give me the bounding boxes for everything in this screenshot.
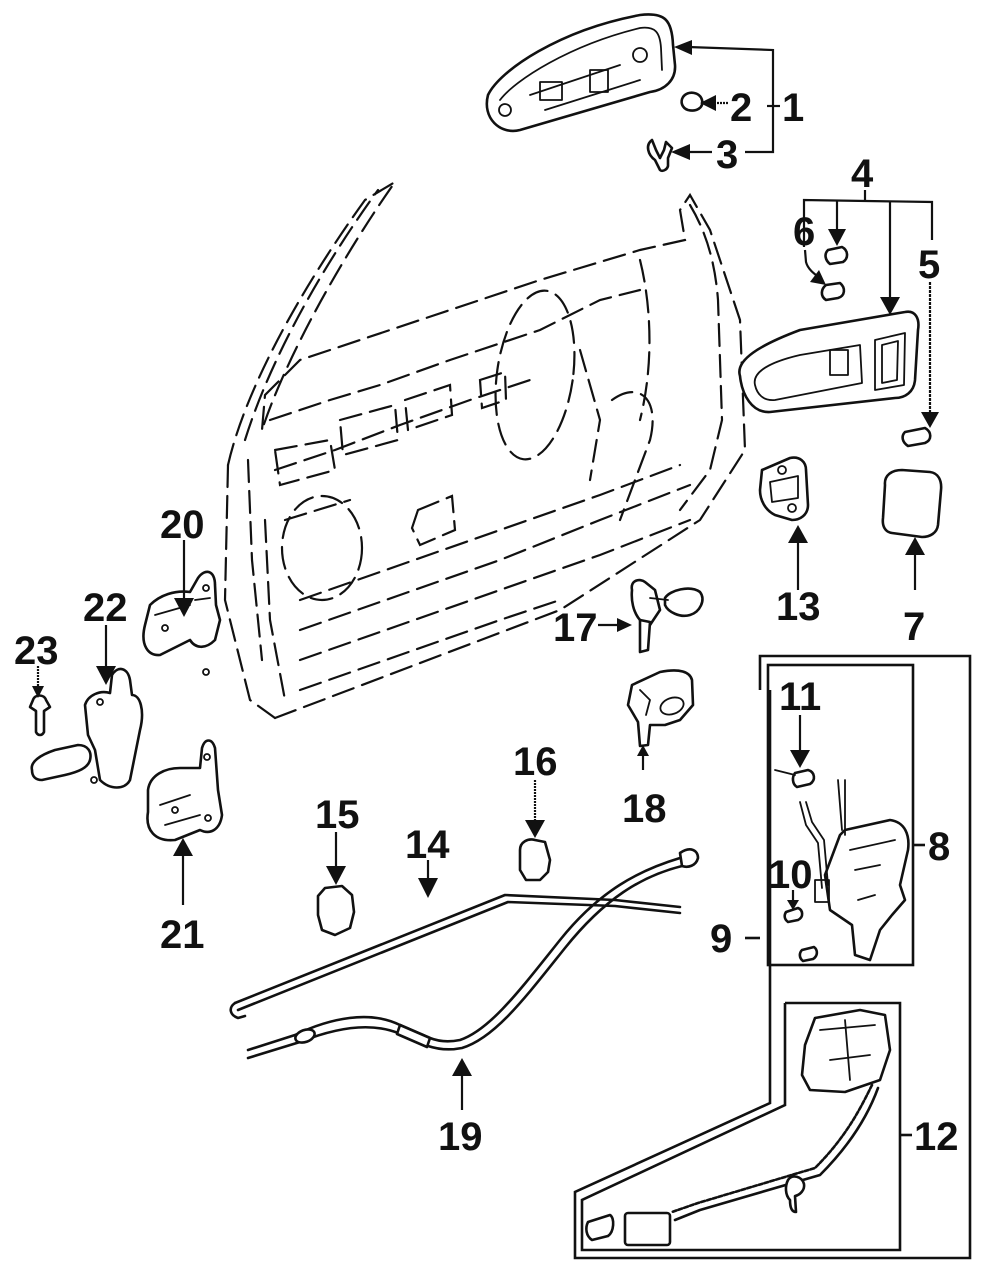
callout-12[interactable]: 12 [914, 1115, 959, 1159]
callout-22[interactable]: 22 [83, 586, 128, 630]
callout-18[interactable]: 18 [622, 787, 667, 831]
spring-clip-part-3[interactable] [646, 138, 674, 173]
arrow-7 [905, 537, 925, 555]
lock-rod-part-14[interactable] [229, 893, 682, 1020]
rod-holder-part-15[interactable] [316, 884, 356, 937]
arrow-13 [788, 525, 808, 543]
cylinder-housing-part-18[interactable] [626, 669, 695, 748]
callout-23[interactable]: 23 [14, 629, 59, 673]
clip-part-6[interactable] [820, 281, 846, 302]
arrow-11 [790, 750, 810, 768]
arrow-14 [418, 878, 438, 898]
rod-connector-part-11[interactable] [791, 768, 816, 789]
leader-group-1 [671, 40, 780, 160]
callout-7[interactable]: 7 [903, 605, 925, 649]
lower-hinge-part-21[interactable] [146, 739, 224, 842]
trim-cap-part-7[interactable] [881, 468, 943, 539]
lock-cylinder-part-17[interactable] [630, 578, 704, 654]
arrow-23 [32, 686, 44, 698]
lock-set-frame-9 [573, 654, 972, 1260]
callout-14[interactable]: 14 [405, 823, 450, 867]
rod-clip-extra [798, 945, 819, 963]
callout-21[interactable]: 21 [160, 913, 205, 957]
callout-13[interactable]: 13 [776, 585, 821, 629]
callout-20[interactable]: 20 [160, 503, 205, 547]
upper-hinge-part-20[interactable] [142, 570, 222, 676]
actuator-frame-12 [580, 1001, 912, 1252]
arrow-16 [525, 820, 545, 838]
striker-part-13[interactable] [758, 456, 810, 522]
release-cable-part-19[interactable] [246, 848, 700, 1060]
arrow-15 [326, 866, 346, 885]
rod-clip-part-10[interactable] [783, 906, 804, 924]
arrow-21 [173, 838, 193, 856]
door-shell [223, 181, 747, 720]
callout-10[interactable]: 10 [768, 853, 813, 897]
clip-part-5[interactable] [901, 426, 932, 448]
lock-assembly-frame-8 [766, 663, 925, 967]
callout-17[interactable]: 17 [553, 606, 598, 650]
callout-15[interactable]: 15 [315, 793, 360, 837]
callout-11[interactable]: 11 [779, 675, 821, 719]
callout-1[interactable]: 1 [782, 86, 804, 130]
clip-part-2[interactable] [680, 91, 704, 112]
arrow-20 [174, 598, 194, 617]
arrow-22 [96, 666, 116, 685]
callout-9[interactable]: 9 [710, 917, 732, 961]
callout-4[interactable]: 4 [851, 152, 874, 196]
callout-16[interactable]: 16 [513, 740, 558, 784]
arrow-18 [637, 745, 649, 756]
cable-clip-part-16[interactable] [518, 838, 552, 882]
rod-connector-stem [774, 769, 796, 776]
leader-group-4 [802, 190, 939, 428]
callout-6[interactable]: 6 [793, 210, 815, 254]
actuator-part-12[interactable] [585, 1008, 892, 1247]
outside-handle-part[interactable] [485, 13, 677, 133]
lock-assembly-part-8[interactable] [799, 779, 910, 962]
arrow-19 [452, 1058, 472, 1076]
callout-19[interactable]: 19 [438, 1115, 483, 1159]
callout-8[interactable]: 8 [928, 825, 950, 869]
arrow-17 [617, 618, 632, 632]
door-check-part-22[interactable] [30, 667, 144, 789]
arrow-10 [787, 900, 799, 910]
clip-part-6-upper[interactable] [824, 245, 849, 266]
callout-5[interactable]: 5 [918, 243, 940, 287]
callout-3[interactable]: 3 [716, 133, 738, 177]
inside-handle-part[interactable] [738, 310, 920, 414]
callout-2[interactable]: 2 [730, 86, 752, 130]
bolt-part-23[interactable] [28, 694, 52, 737]
